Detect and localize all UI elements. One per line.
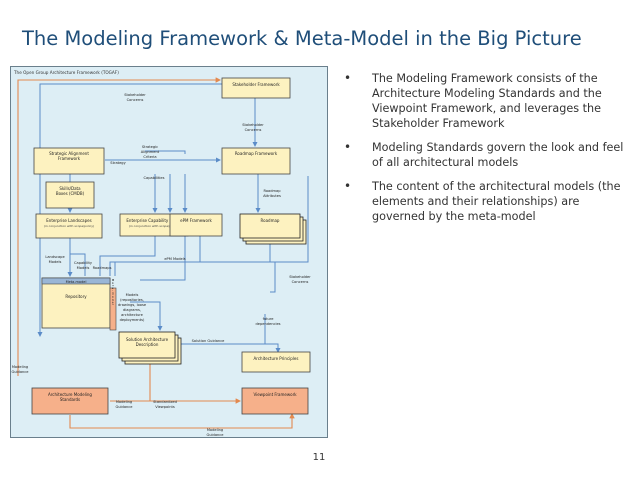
solution-architecture-stack: Solution Architecture Description [118,331,182,365]
svg-text:Repository: Repository [65,294,87,299]
svg-text:Solution Architecture: Solution Architecture [126,337,169,342]
svg-text:Viewpoint Framework: Viewpoint Framework [253,392,297,397]
stakeholder-framework-box: Stakeholder Framework [221,77,291,99]
bullet-list: •The Modeling Framework consists of the … [338,71,628,233]
svg-text:Viewpoints: Viewpoints [155,405,175,409]
bullet-item: •Modeling Standards govern the look and … [344,140,624,169]
svg-text:ePM Models: ePM Models [164,257,185,261]
architecture-principles-box: Architecture Principles [241,351,311,373]
epm-framework-box: ePM Framework [169,213,223,237]
svg-text:Skills/Data: Skills/Data [59,186,81,191]
svg-text:Modeling: Modeling [12,365,28,369]
skills-data-box: Skills/Data Boxes (CMDB) [45,181,95,209]
svg-text:Capability: Capability [74,261,93,265]
svg-text:(repositories,: (repositories, [120,298,144,302]
svg-text:ePM Framework: ePM Framework [180,218,212,223]
bullet-dot-icon: • [344,71,352,85]
svg-text:Description: Description [136,342,159,347]
blue-connectors [37,83,309,353]
togaf-diagram: The Open Group Architecture Framework (T… [10,66,328,438]
svg-text:Modeling: Modeling [116,400,132,404]
svg-text:Guidance: Guidance [11,370,29,374]
svg-text:(in conjunction with scope/pol: (in conjunction with scope/policy) [129,224,179,228]
svg-text:Models: Models [77,266,90,270]
orange-connectors [17,77,295,429]
svg-text:Strategic: Strategic [142,145,158,149]
svg-text:Modeling: Modeling [207,428,223,432]
svg-text:Standardized: Standardized [153,400,177,404]
enterprise-landscapes-box: Enterprise Landscapes (in conjunction wi… [35,213,103,239]
svg-text:Models: Models [49,260,62,264]
meta-model-strip: M e t a - m o d e l [109,279,117,331]
svg-text:Enterprise Capability Model: Enterprise Capability Model [126,218,181,223]
roadmap-framework-box: Roadmap Framework [221,147,291,175]
svg-text:Capabilities: Capabilities [144,176,165,180]
svg-text:Architecture Principles: Architecture Principles [254,356,299,361]
svg-text:Framework: Framework [58,156,81,161]
svg-text:Meta-model: Meta-model [66,280,87,284]
viewpoint-framework-box: Viewpoint Framework [241,387,309,415]
svg-text:M e t a - m o d e l: M e t a - m o d e l [111,279,115,306]
svg-text:Models: Models [126,293,139,297]
svg-text:Architecture Modeling: Architecture Modeling [48,392,92,397]
slide-title: The Modeling Framework & Meta-Model in t… [22,27,582,50]
edge-labels: Stakeholder Concerns Stakeholder Concern… [11,93,311,437]
svg-text:Strategy: Strategy [110,161,126,165]
svg-text:Standards: Standards [60,397,80,402]
svg-text:Roadmap: Roadmap [263,189,281,193]
frame-label: The Open Group Architecture Framework (T… [13,70,119,75]
svg-text:dependencies: dependencies [255,322,280,326]
svg-text:drawings, loose: drawings, loose [118,303,147,307]
svg-text:Stakeholder Framework: Stakeholder Framework [232,82,280,87]
svg-text:Concerns: Concerns [292,280,309,284]
strategic-alignment-box: Strategic Alignment Framework [33,147,105,175]
svg-text:Solution Guidance: Solution Guidance [192,339,226,343]
bullet-item: •The Modeling Framework consists of the … [344,71,602,130]
svg-text:deployments): deployments) [120,318,145,322]
svg-text:Alignment: Alignment [141,150,160,154]
svg-text:Guidance: Guidance [206,433,224,437]
modeling-standards-box: Architecture Modeling Standards [31,387,109,415]
svg-text:Stakeholder: Stakeholder [124,93,146,97]
page-number: 11 [312,452,326,463]
svg-text:(in conjunction with scope/pol: (in conjunction with scope/policy) [44,224,94,228]
bullet-dot-icon: • [344,179,352,193]
svg-text:Criteria: Criteria [143,155,156,159]
svg-text:Stakeholder: Stakeholder [242,123,264,127]
svg-text:Stakeholder: Stakeholder [289,275,311,279]
togaf-frame [10,66,328,438]
repository-box: Meta-model Repository [41,277,111,329]
svg-text:Concerns: Concerns [245,128,262,132]
svg-text:Boxes (CMDB): Boxes (CMDB) [56,191,85,196]
svg-text:Roadmap Framework: Roadmap Framework [235,151,278,156]
svg-text:Strategic Alignment: Strategic Alignment [49,151,89,156]
roadmap-stack: Roadmap [239,213,307,245]
bullet-item: •The content of the architectural models… [344,179,621,223]
svg-text:Guidance: Guidance [115,405,133,409]
svg-text:architecture: architecture [121,313,144,317]
svg-text:diagrams,: diagrams, [123,308,141,312]
svg-text:Landscape: Landscape [45,255,65,259]
svg-text:Concerns: Concerns [127,98,144,102]
svg-text:future: future [263,317,275,321]
svg-text:Roadmap: Roadmap [261,218,280,223]
svg-text:Attributes: Attributes [263,194,281,198]
svg-text:Enterprise Landscapes: Enterprise Landscapes [46,218,91,223]
bullet-dot-icon: • [344,140,352,154]
svg-text:Roadmaps: Roadmaps [93,266,112,270]
